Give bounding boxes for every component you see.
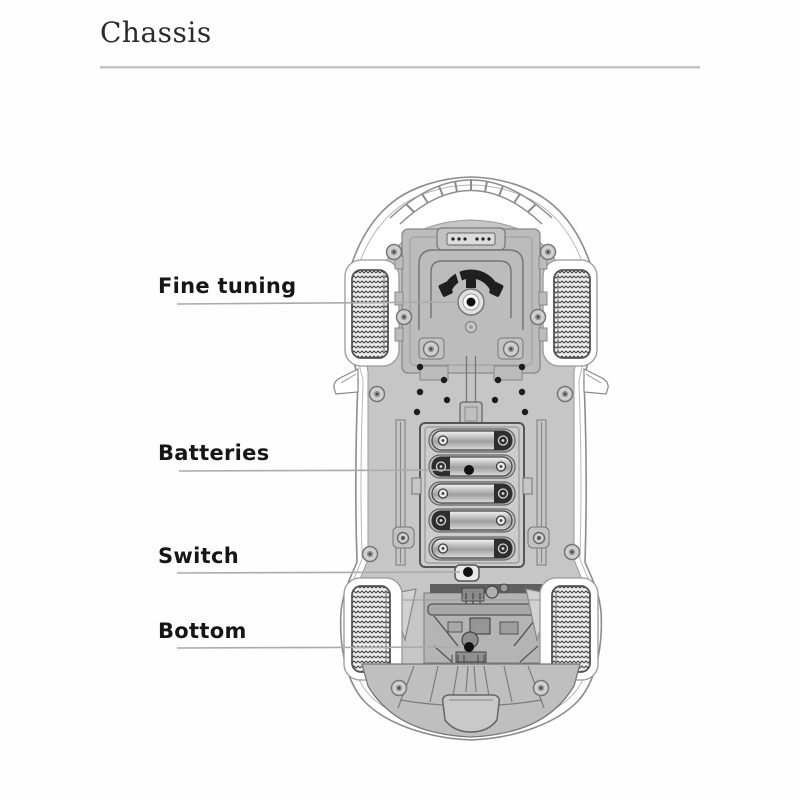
screw-icon xyxy=(532,679,550,697)
front-connector xyxy=(436,227,506,251)
leader-bottom xyxy=(176,646,463,649)
screw-icon xyxy=(396,531,410,545)
fine-tuning-dial xyxy=(438,269,504,334)
leader-endpoints xyxy=(463,465,474,652)
left-mirror xyxy=(333,368,359,395)
screw-icon xyxy=(529,308,547,326)
rear-right-wheel xyxy=(539,577,599,681)
screw-icon xyxy=(368,385,386,403)
screw-icon xyxy=(539,243,557,261)
title-divider xyxy=(100,66,700,69)
chassis-dots xyxy=(413,363,529,416)
batteries xyxy=(428,428,516,561)
label-switch: Switch xyxy=(158,544,239,568)
front-right-wheel xyxy=(542,259,598,367)
page-title: Chassis xyxy=(100,16,212,49)
screw-icon xyxy=(502,340,520,358)
screw-icon xyxy=(532,531,546,545)
leader-lines xyxy=(176,301,465,649)
screw-icon xyxy=(385,243,403,261)
label-fine-tuning: Fine tuning xyxy=(158,274,297,298)
screw-icon xyxy=(390,679,408,697)
leader-switch xyxy=(176,571,461,574)
front-left-wheel xyxy=(344,259,400,367)
screw-icon xyxy=(395,308,413,326)
right-mirror xyxy=(583,368,609,395)
label-bottom: Bottom xyxy=(158,619,247,643)
steering-bracket xyxy=(418,249,524,330)
front-vent-band xyxy=(389,179,553,225)
leader-batteries xyxy=(178,469,465,472)
leader-fine-tuning xyxy=(176,301,457,305)
rear-left-wheel xyxy=(343,577,403,681)
rear-diffuser xyxy=(361,663,581,738)
label-batteries: Batteries xyxy=(158,441,270,465)
screw-icon xyxy=(361,545,379,563)
screw-icon xyxy=(422,340,440,358)
screw-icon xyxy=(563,543,581,561)
screw-icon xyxy=(556,385,574,403)
